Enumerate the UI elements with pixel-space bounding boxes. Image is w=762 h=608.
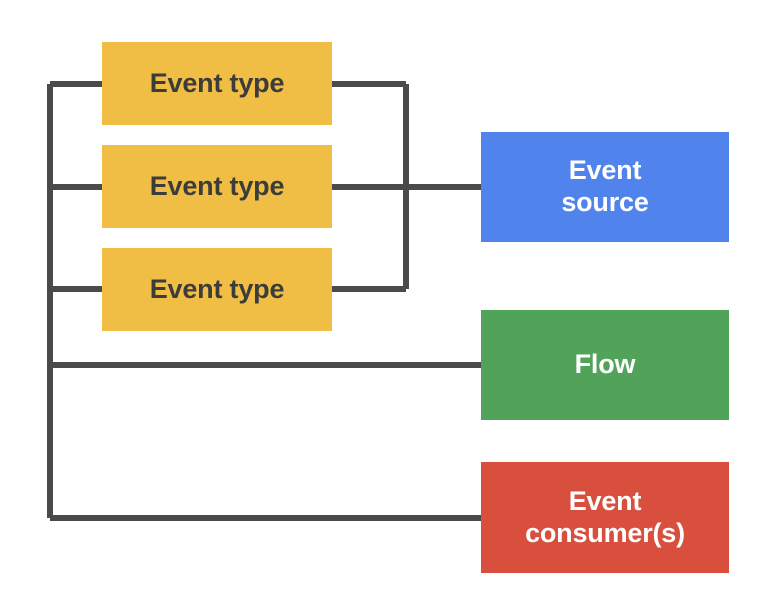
node-event-type-2[interactable]: Event type [102, 145, 332, 228]
node-flow[interactable]: Flow [481, 310, 729, 420]
node-event-type-3[interactable]: Event type [102, 248, 332, 331]
node-event-consumer-label: Event consumer(s) [525, 485, 685, 548]
node-flow-label: Flow [574, 349, 636, 380]
node-event-type-1[interactable]: Event type [102, 42, 332, 125]
node-event-source[interactable]: Event source [481, 132, 729, 242]
node-event-consumer[interactable]: Event consumer(s) [481, 462, 729, 573]
node-event-type-2-label: Event type [149, 170, 285, 201]
node-event-source-label: Event source [561, 155, 649, 217]
node-event-type-1-label: Event type [149, 67, 285, 98]
node-event-type-3-label: Event type [149, 273, 285, 304]
